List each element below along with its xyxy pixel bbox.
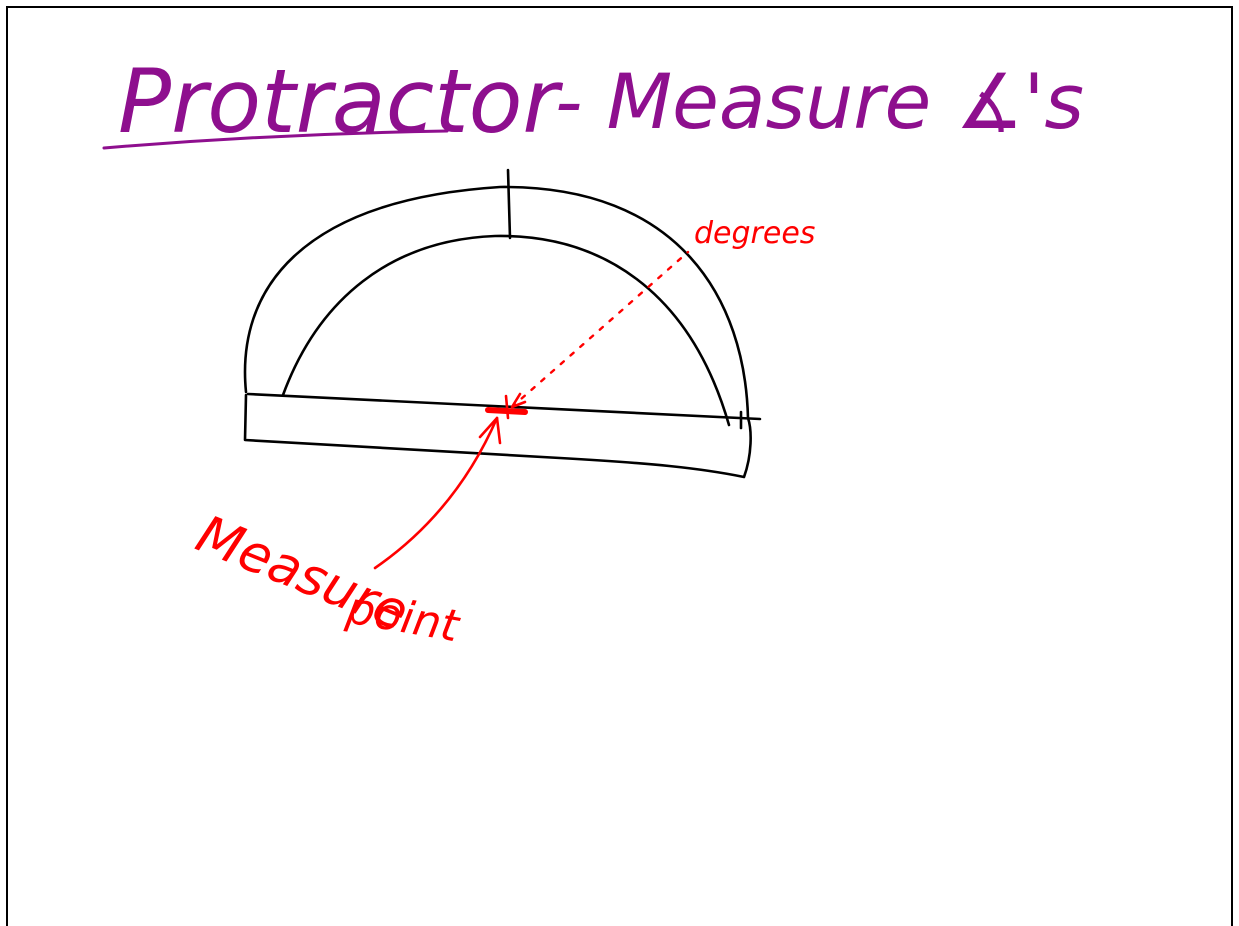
protractor-baseline <box>246 392 762 421</box>
protractor-base-strip <box>243 393 752 479</box>
page-frame <box>6 6 1233 926</box>
annotations-group: degrees Measure point <box>188 216 815 653</box>
title-rest: - Measure ∡'s <box>555 57 1084 146</box>
protractor-drawing <box>243 168 762 479</box>
measure-point-label-word2: point <box>342 582 464 652</box>
protractor-90-tick <box>506 168 512 240</box>
title-group: Protractor - Measure ∡'s <box>102 50 1084 153</box>
title-underline <box>102 129 449 150</box>
degrees-label: degrees <box>694 216 815 251</box>
degrees-ray-arrowhead <box>510 392 527 409</box>
measure-point-arrow <box>373 416 499 570</box>
title-protractor-word: Protractor <box>118 50 563 153</box>
measure-point-arrowhead <box>478 416 502 445</box>
center-mark-tick <box>504 394 510 420</box>
degrees-ray <box>510 250 690 409</box>
protractor-inner-arc <box>281 234 731 427</box>
protractor-outer-arc <box>243 185 750 420</box>
